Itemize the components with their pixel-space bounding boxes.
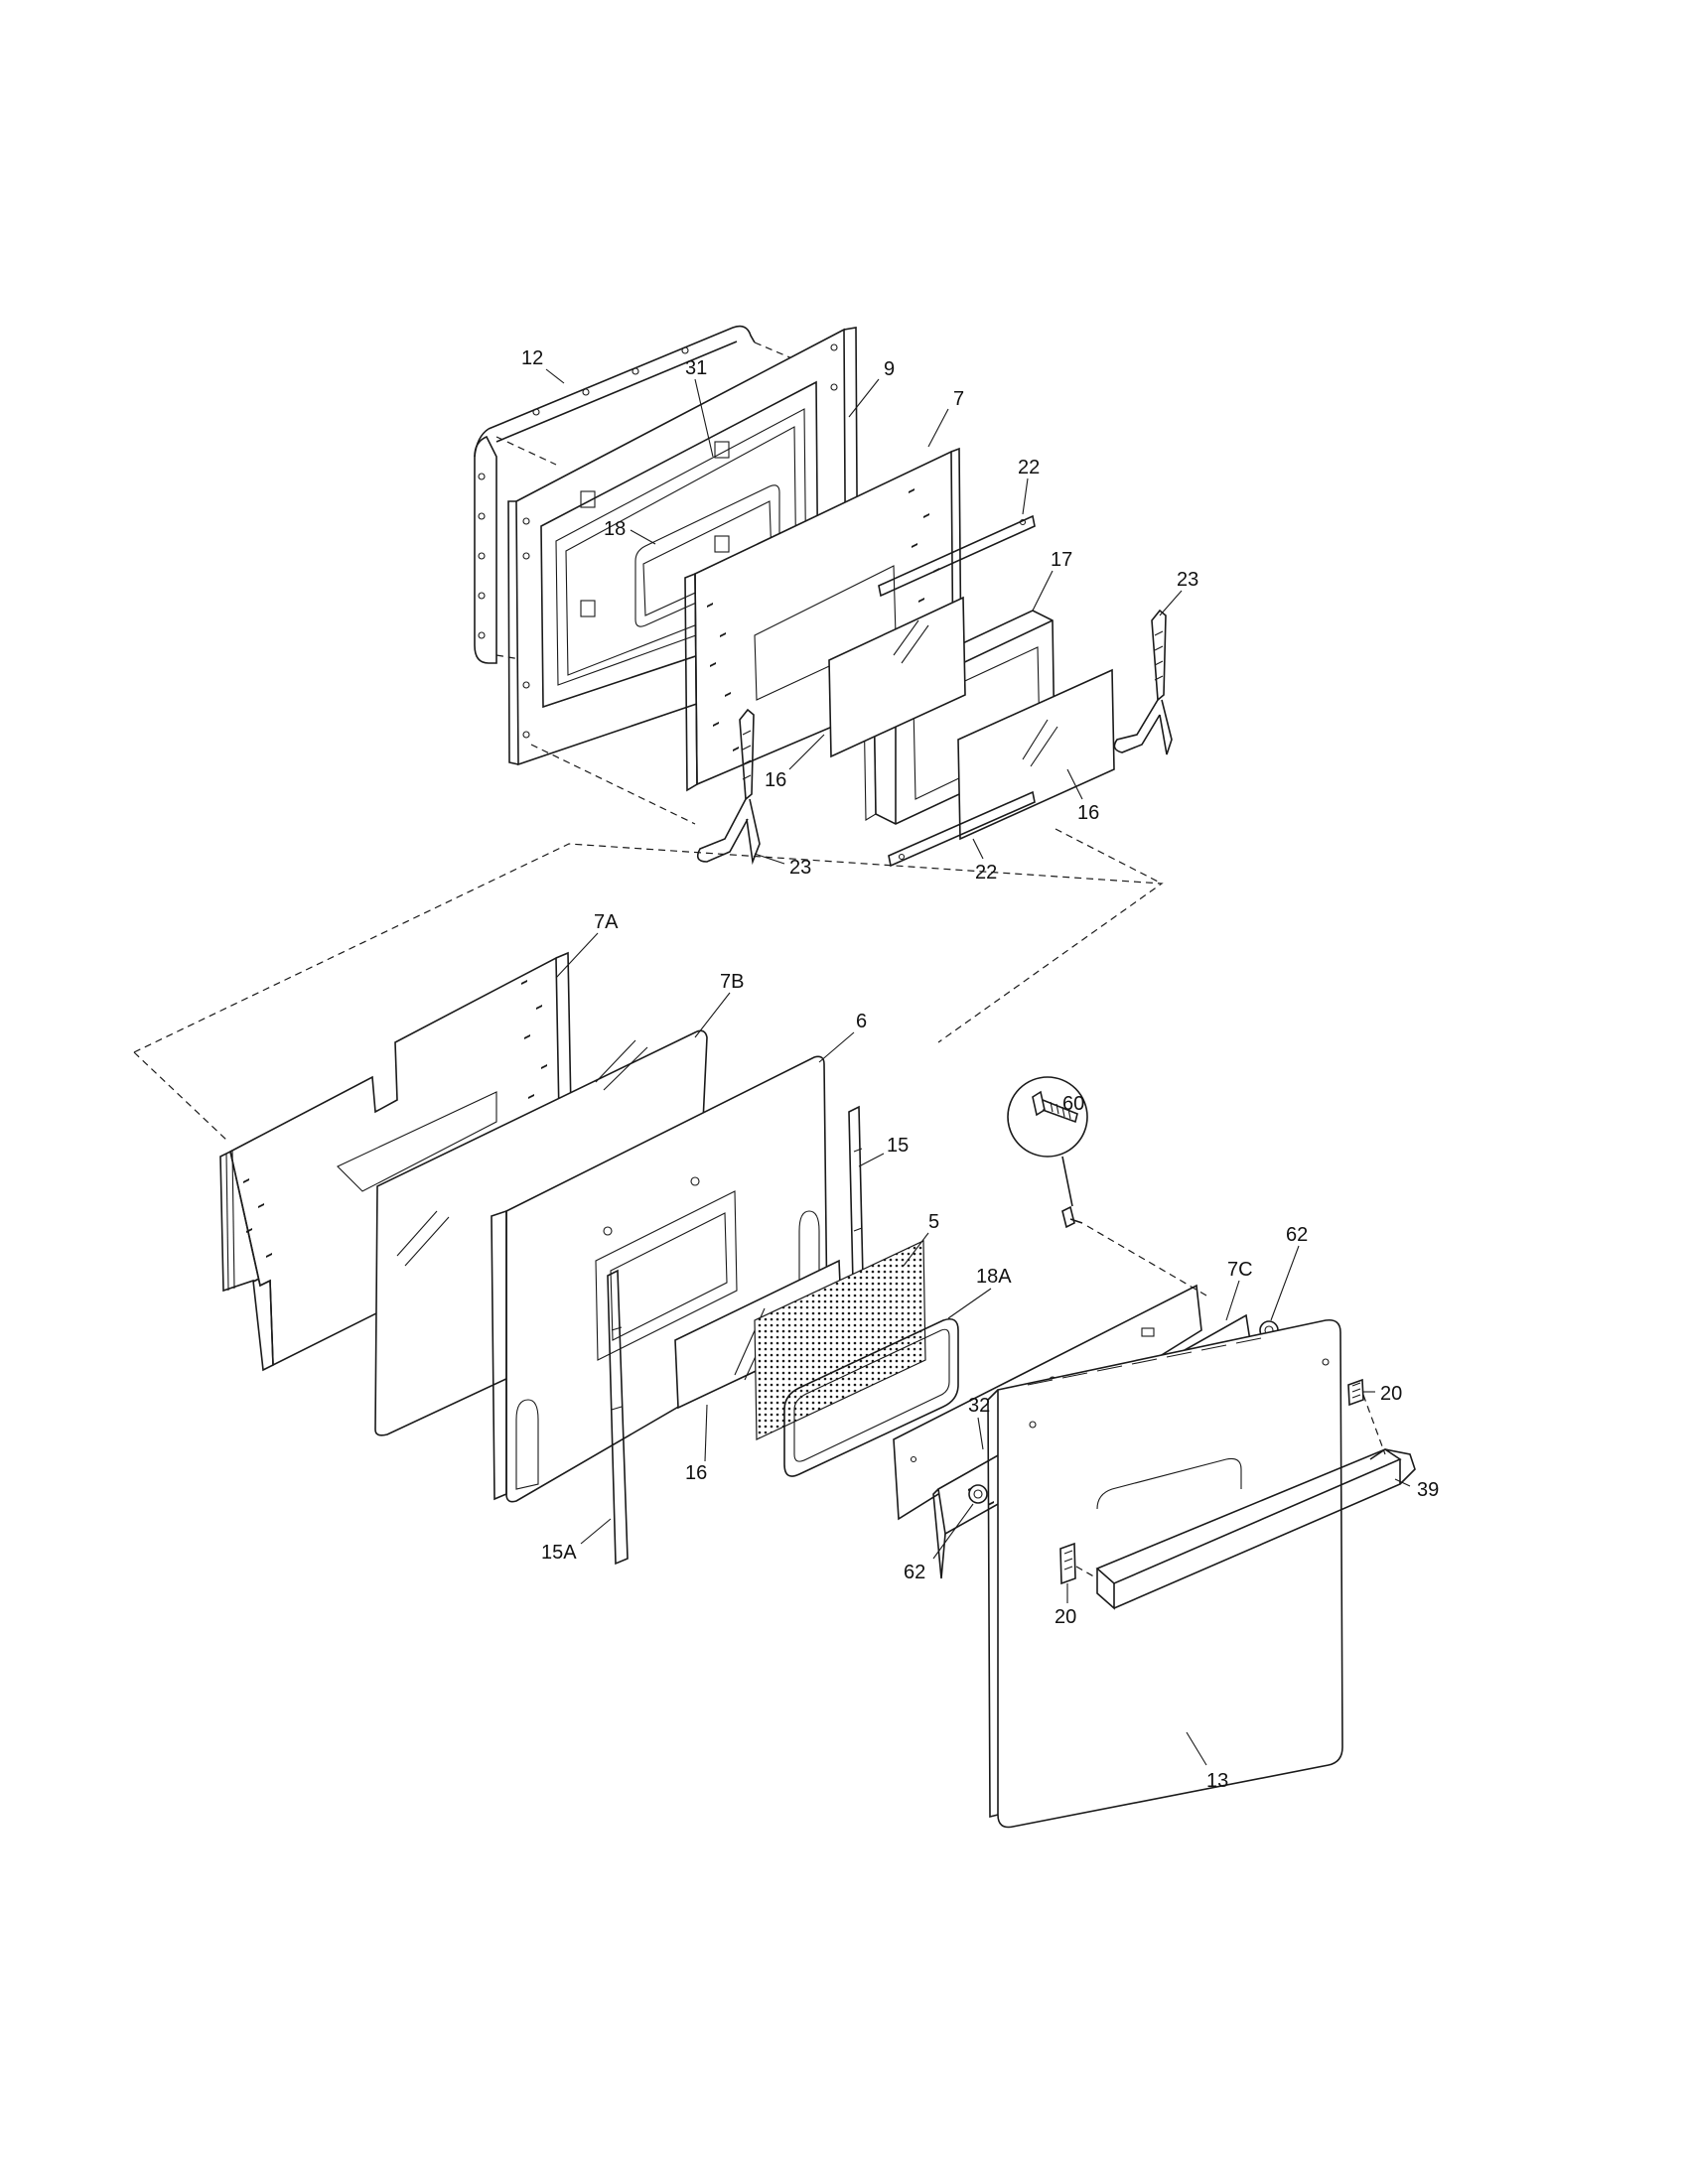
- part-15a-trim-left: [607, 1269, 629, 1566]
- label-13: 13: [1206, 1770, 1228, 1792]
- label-20-left: 20: [1055, 1606, 1076, 1628]
- label-7c: 7C: [1227, 1259, 1253, 1281]
- label-16-upper-left: 16: [765, 769, 786, 791]
- leader-lines: [545, 368, 1411, 1766]
- part-5-mesh-screen: [754, 1240, 926, 1440]
- label-39: 39: [1417, 1479, 1439, 1501]
- label-9: 9: [884, 358, 895, 380]
- label-22-upper: 22: [1018, 457, 1040, 478]
- part-16-glass-upper-right: [957, 668, 1115, 841]
- part-labels: 12 31 9 7 22 18 17 23 16 16 23 22 7A 7B …: [521, 347, 1439, 1792]
- label-23-right: 23: [1177, 569, 1198, 591]
- label-17: 17: [1051, 549, 1072, 571]
- label-23-left: 23: [789, 857, 811, 879]
- label-16-upper-right: 16: [1077, 802, 1099, 824]
- label-32: 32: [968, 1395, 990, 1417]
- label-7b: 7B: [720, 971, 744, 993]
- label-60: 60: [1062, 1093, 1084, 1115]
- insulation-texture: [243, 980, 547, 1283]
- label-20-right: 20: [1380, 1383, 1402, 1405]
- part-23-hinge-left: [696, 708, 761, 866]
- label-16-lower: 16: [685, 1462, 707, 1484]
- part-16-glass-upper-left: [828, 596, 966, 758]
- part-20-endcap-right: [1347, 1378, 1364, 1407]
- part-60-screw: [1007, 1076, 1088, 1229]
- label-5: 5: [928, 1211, 939, 1233]
- label-62-lower: 62: [904, 1562, 925, 1583]
- label-18: 18: [604, 518, 626, 540]
- part-18a-gasket: [783, 1317, 959, 1477]
- label-18a: 18A: [976, 1266, 1012, 1288]
- label-7a: 7A: [594, 911, 619, 933]
- part-23-hinge-right: [1113, 609, 1173, 755]
- label-6: 6: [856, 1011, 867, 1032]
- label-15: 15: [887, 1135, 909, 1157]
- part-7a-insulation: [219, 951, 574, 1372]
- label-15a: 15A: [541, 1542, 577, 1564]
- part-20-endcap-left: [1059, 1542, 1076, 1585]
- label-62-upper: 62: [1286, 1224, 1308, 1246]
- part-62-washer-lower: [968, 1484, 988, 1504]
- label-7: 7: [953, 388, 964, 410]
- part-22-bracket-upper: [878, 514, 1036, 598]
- label-22-lower: 22: [975, 862, 997, 884]
- part-12-gasket: [474, 325, 756, 664]
- label-12: 12: [521, 347, 543, 369]
- assembly-boundary: [133, 843, 1164, 1053]
- part-22-bracket-lower: [888, 790, 1036, 868]
- part-13-outer-door: [987, 1318, 1343, 1829]
- part-39-handle: [1095, 1448, 1416, 1610]
- label-31: 31: [685, 357, 707, 379]
